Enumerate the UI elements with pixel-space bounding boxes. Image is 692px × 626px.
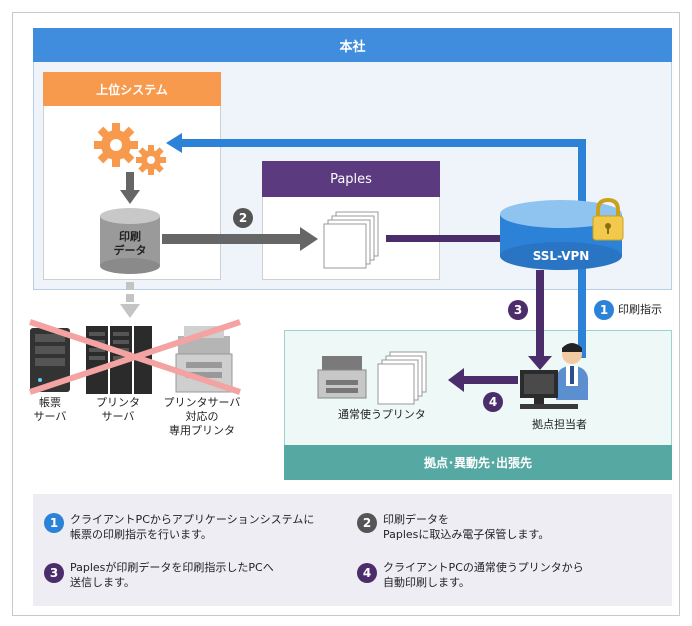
print-data-db-line2: データ — [113, 244, 147, 257]
document-stack-icon — [323, 211, 379, 269]
step3-arrow — [528, 270, 552, 370]
printer-server-label: プリンタ サーバ — [88, 396, 148, 424]
step3-badge: 3 — [508, 300, 528, 320]
step2-badge: 2 — [233, 208, 253, 228]
legend-step2-text: 印刷データを Paplesに取込み電子保管します。 — [383, 513, 550, 541]
upper-system-title: 上位システム — [43, 72, 221, 106]
branch-staff-label: 拠点担当者 — [532, 418, 587, 431]
legend-step4-badge: 4 — [357, 563, 377, 583]
printer-server-line2: サーバ — [101, 410, 135, 423]
form-server-icon — [30, 328, 70, 392]
branch-staff-icon — [556, 343, 588, 400]
dedicated-printer-line2: 対応の — [185, 410, 219, 423]
form-server-line1: 帳票 — [39, 396, 61, 409]
gears-to-db-arrow — [120, 172, 140, 204]
ssl-vpn-icon — [500, 200, 622, 270]
legend-step4-text: クライアントPCの通常使うプリンタから 自動印刷します。 — [383, 561, 584, 589]
print-data-db-icon — [100, 208, 160, 274]
print-data-db-label: 印刷 データ — [100, 230, 160, 258]
legend-step1-badge: 1 — [44, 513, 64, 533]
legacy-connector — [120, 282, 140, 318]
printer-server-line1: プリンタ — [96, 396, 140, 409]
printed-pages-icon — [377, 351, 427, 405]
multifunction-printer-icon — [317, 356, 367, 399]
legend-step3-badge: 3 — [44, 563, 64, 583]
step1-arrow — [166, 133, 586, 358]
paples-to-ssl-line — [386, 235, 502, 242]
step4-arrow — [448, 368, 518, 392]
paples-title: Paples — [262, 161, 440, 197]
legend-step2-badge: 2 — [357, 513, 377, 533]
dedicated-printer-label: プリンタサーバ 対応の 専用プリンタ — [152, 396, 252, 438]
step4-badge: 4 — [483, 392, 503, 412]
client-pc-icon — [520, 370, 578, 409]
form-server-line2: サーバ — [33, 410, 67, 423]
lock-icon — [592, 197, 624, 241]
ssl-vpn-label: SSL-VPN — [532, 249, 590, 263]
dedicated-printer-line3: 専用プリンタ — [169, 424, 235, 437]
dedicated-printer-line1: プリンタサーバ — [163, 396, 241, 409]
headquarters-title: 本社 — [33, 28, 672, 62]
legacy-cross-mark — [29, 319, 241, 395]
step1-badge: 1 — [594, 300, 614, 320]
normal-printer-label: 通常使うプリンタ — [338, 408, 426, 421]
form-server-label: 帳票 サーバ — [22, 396, 78, 424]
legend-panel — [33, 494, 672, 606]
legend-step1-text: クライアントPCからアプリケーションシステムに 帳票の印刷指示を行います。 — [70, 513, 315, 541]
gears-icon — [94, 123, 166, 175]
step2-arrow — [162, 227, 318, 251]
print-data-db-line1: 印刷 — [119, 230, 141, 243]
branch-title: 拠点･異動先･出張先 — [284, 445, 672, 480]
step1-label: 印刷指示 — [618, 303, 662, 316]
legend-step3-text: Paplesが印刷データを印刷指示したPCへ 送信します。 — [70, 561, 274, 589]
